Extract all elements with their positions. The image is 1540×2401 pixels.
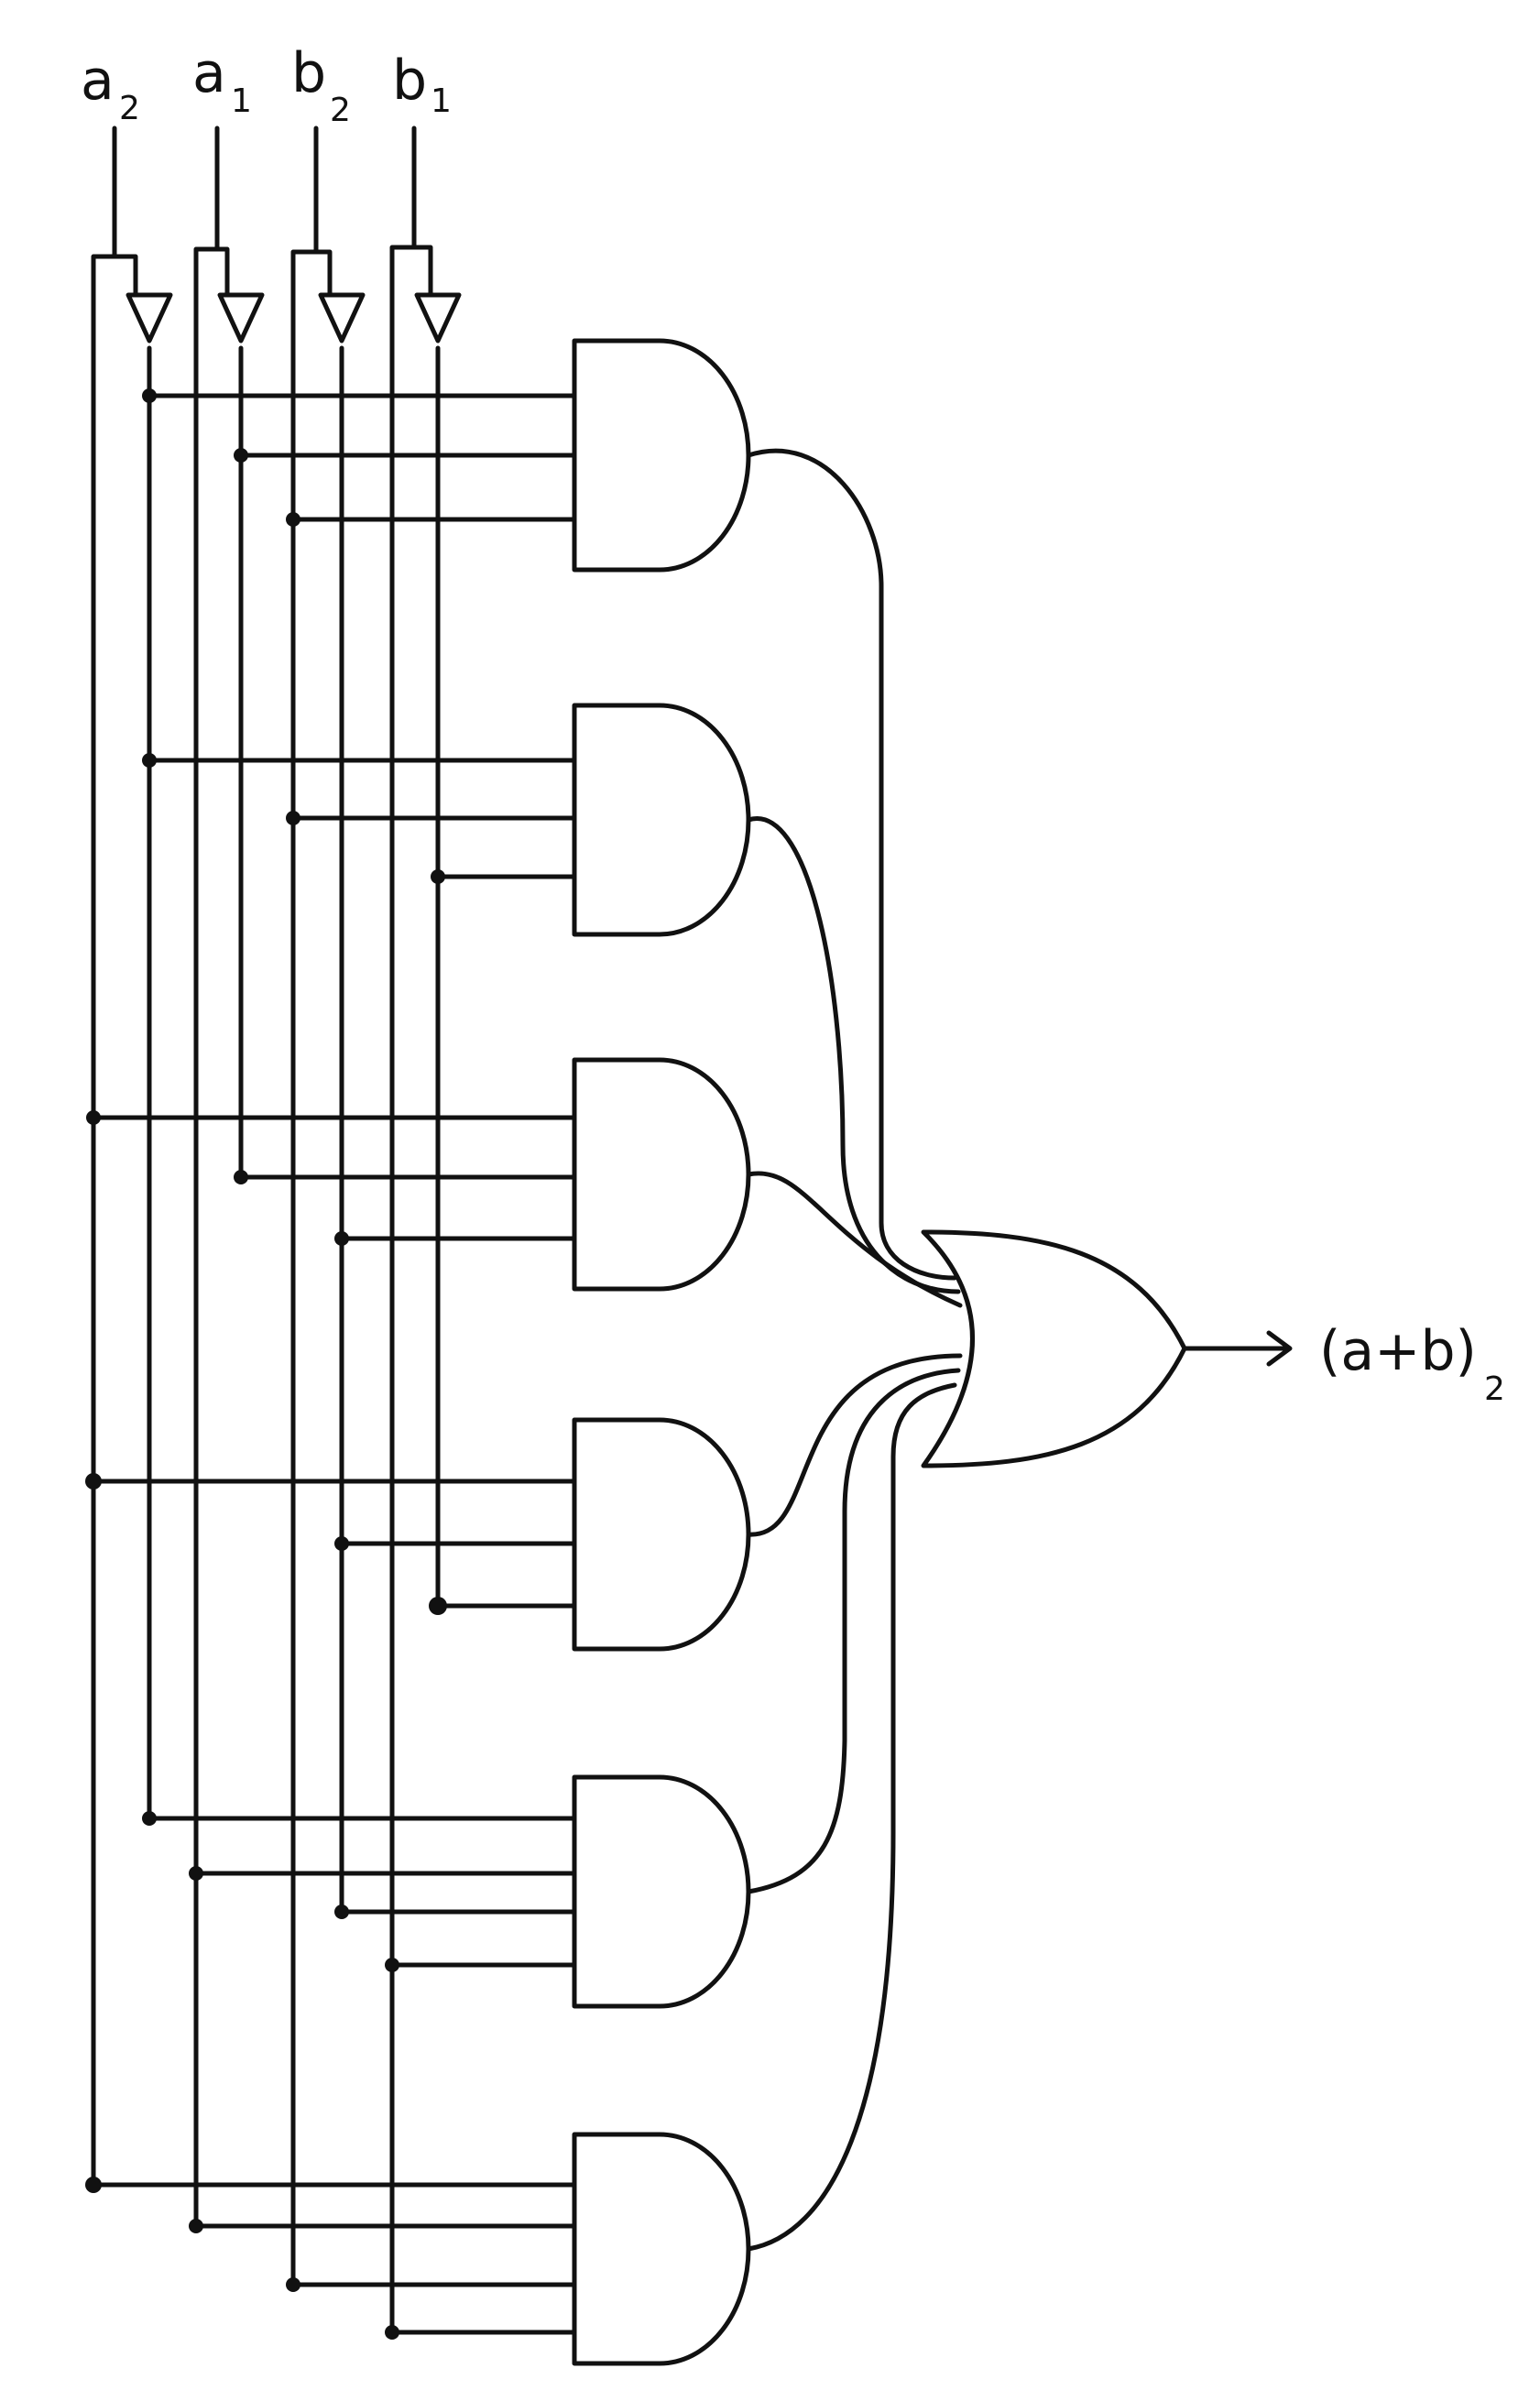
- output-expression: (a+b): [1319, 1319, 1477, 1383]
- output-arrow-icon: [1266, 1330, 1293, 1367]
- and-gate-1: [572, 338, 751, 573]
- output-wire: [1182, 1330, 1293, 1367]
- wire-and5-to-or: [746, 1368, 961, 1894]
- wire-a2-to-not: [112, 254, 138, 298]
- wire-b1: [389, 126, 417, 2335]
- junction-dot: [286, 512, 300, 527]
- junction-dot: [385, 1958, 399, 1972]
- junction-dot: [334, 1231, 349, 1246]
- and-gate-5: [572, 1774, 751, 2009]
- junction-dot: [286, 2277, 300, 2292]
- junction-dot: [85, 1473, 102, 1490]
- junction-dots: [85, 388, 447, 2340]
- junction-dot: [142, 1811, 157, 1826]
- junction-dot: [334, 1536, 349, 1551]
- and-to-or-wires: [746, 448, 963, 2252]
- wire-and6-to-or: [746, 1382, 957, 2252]
- input-b1-sub: 1: [431, 82, 452, 120]
- input-wires: [91, 126, 441, 2335]
- and-gate-2: [572, 703, 751, 937]
- input-a1-sub: 1: [231, 82, 252, 120]
- junction-dot: [189, 1866, 203, 1881]
- output-label: (a+b) 2: [1319, 1319, 1505, 1408]
- wire-b2: [290, 126, 319, 2287]
- junction-dot: [334, 1904, 349, 1919]
- not-gate-a1: [217, 292, 265, 344]
- not-gate-b1: [414, 292, 462, 344]
- and-gate-4: [572, 1417, 751, 1652]
- not-gate-a2: [126, 292, 173, 344]
- junction-dot: [429, 1597, 447, 1615]
- junction-dot: [142, 753, 157, 768]
- junction-dot: [86, 1110, 101, 1125]
- junction-dot: [85, 2177, 102, 2193]
- input-b2-sub: 2: [330, 92, 351, 129]
- junction-dot: [385, 2325, 399, 2340]
- and-gate-6: [572, 2132, 751, 2366]
- input-label-a2: a 2: [81, 49, 140, 127]
- and-gate-3: [572, 1057, 751, 1292]
- wire-a2: [91, 126, 117, 2188]
- junction-dot: [286, 811, 300, 825]
- junction-dot: [142, 388, 157, 403]
- input-a1-var: a: [192, 41, 226, 105]
- and-gates: [572, 338, 751, 2366]
- input-label-b1: b 1: [392, 49, 452, 120]
- input-b1-var: b: [392, 49, 427, 113]
- junction-dot: [234, 448, 248, 463]
- wire-and3-to-or: [746, 1171, 963, 1308]
- junction-dot: [189, 2219, 203, 2233]
- junction-dot: [431, 869, 445, 884]
- input-a2-var: a: [81, 49, 115, 113]
- wire-a1-to-not: [214, 246, 230, 298]
- input-a2-sub: 2: [119, 90, 140, 127]
- wire-and1-to-or: [746, 448, 957, 1281]
- wire-b1-to-not: [411, 245, 433, 298]
- input-b2-var: b: [291, 41, 326, 105]
- wire-a1: [193, 126, 220, 2229]
- wire-and4-to-or: [746, 1353, 963, 1537]
- not-gates: [126, 292, 462, 344]
- junction-dot: [234, 1170, 248, 1184]
- wire-b2-to-not: [313, 249, 333, 298]
- input-label-b2: b 2: [291, 41, 351, 129]
- output-subscript: 2: [1484, 1370, 1505, 1408]
- or-gate: [921, 1229, 1187, 1468]
- not-gate-b2: [318, 292, 366, 344]
- and-input-lines: [91, 393, 577, 2335]
- wire-and2-to-or: [746, 816, 961, 1294]
- input-label-a1: a 1: [192, 41, 252, 120]
